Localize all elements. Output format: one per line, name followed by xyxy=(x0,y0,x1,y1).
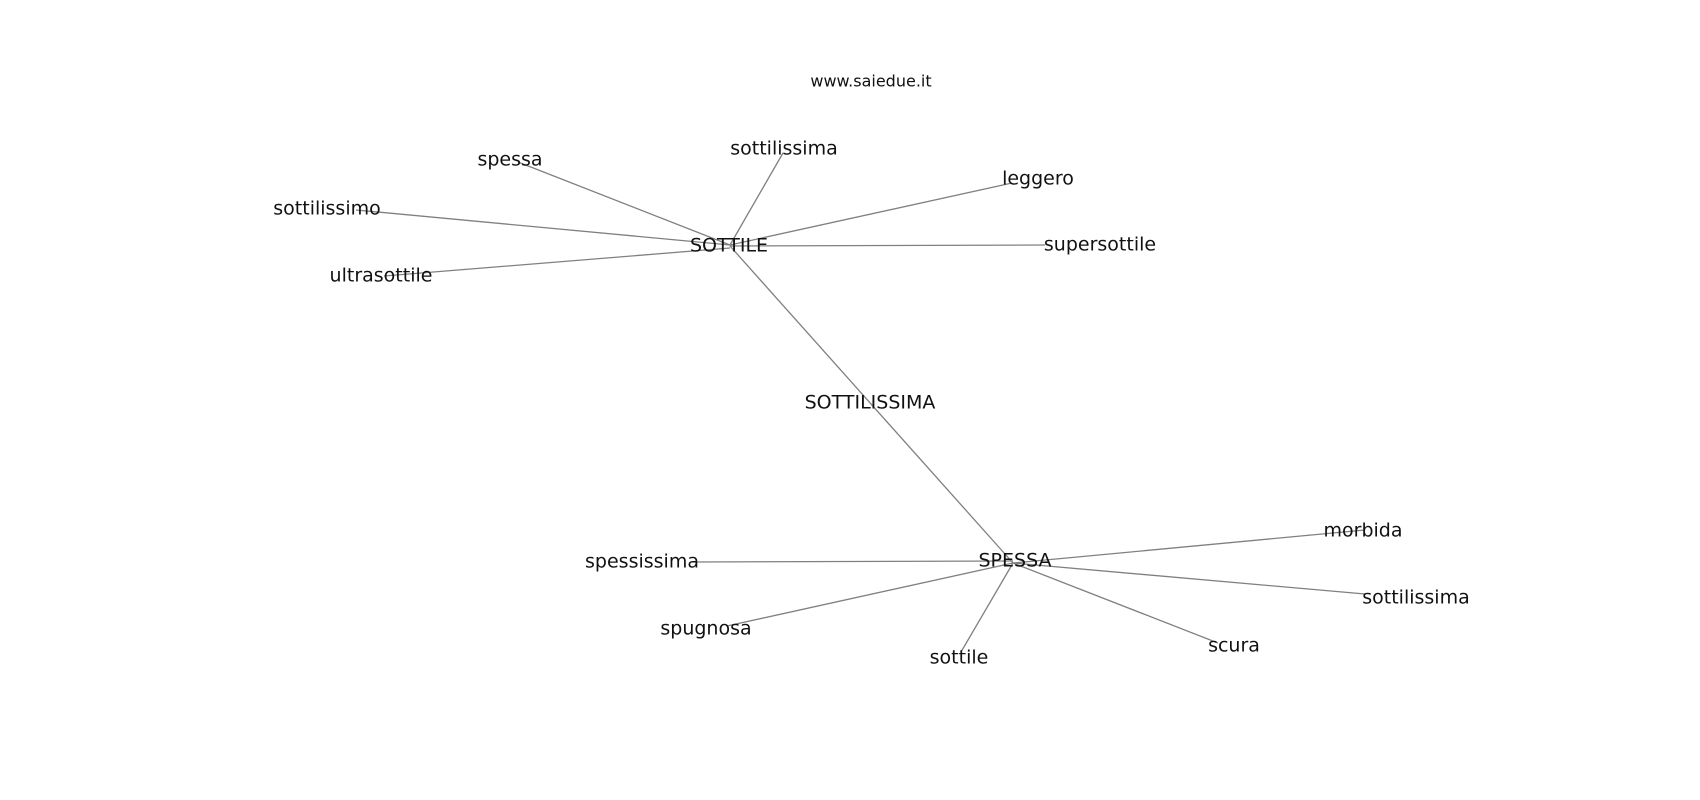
edge-sottile-ultrasottile xyxy=(383,247,731,277)
node-spessissima: spessissima xyxy=(585,551,699,573)
edges xyxy=(355,152,1366,653)
hub-node-sottile: SOTTILE xyxy=(690,235,768,257)
node-ultrasottile: ultrasottile xyxy=(330,265,433,287)
edge-sottile-sottilissima xyxy=(729,152,784,246)
edge-sottile-leggero xyxy=(729,182,1013,246)
edge-spessa-sottilissima xyxy=(1012,562,1366,595)
edge-spessa-morbida xyxy=(1012,529,1366,564)
edge-spessa-spessissima xyxy=(692,560,1014,563)
edge-sottile-sottilissimo xyxy=(355,209,731,246)
node-sottilissima-bottom: sottilissima xyxy=(1362,587,1470,609)
node-sottile-word: sottile xyxy=(930,647,989,669)
node-supersottile: supersottile xyxy=(1044,234,1156,256)
edge-sottile-spessa-word xyxy=(517,161,731,246)
node-spessa-word: spessa xyxy=(477,149,542,171)
edge-spessa-scura xyxy=(1012,562,1219,644)
node-leggero: leggero xyxy=(1002,168,1074,190)
edge-spessa-sottile xyxy=(960,562,1014,653)
labels: www.saiedue.it SOTTILISSIMA SOTTILE SPES… xyxy=(273,72,1469,669)
edge-spessa-spugnosa xyxy=(726,562,1014,627)
node-sottilissimo: sottilissimo xyxy=(273,198,380,220)
node-sottilissima-top: sottilissima xyxy=(730,138,838,160)
watermark-text: www.saiedue.it xyxy=(810,72,931,91)
node-morbida: morbida xyxy=(1324,520,1403,542)
edge-sottile-supersottile xyxy=(729,244,1046,247)
hub-node-spessa: SPESSA xyxy=(979,550,1052,572)
node-spugnosa: spugnosa xyxy=(660,618,751,640)
center-node-label: SOTTILISSIMA xyxy=(805,392,936,414)
node-scura: scura xyxy=(1208,635,1260,657)
edge-sottile-spessa xyxy=(729,245,1014,564)
